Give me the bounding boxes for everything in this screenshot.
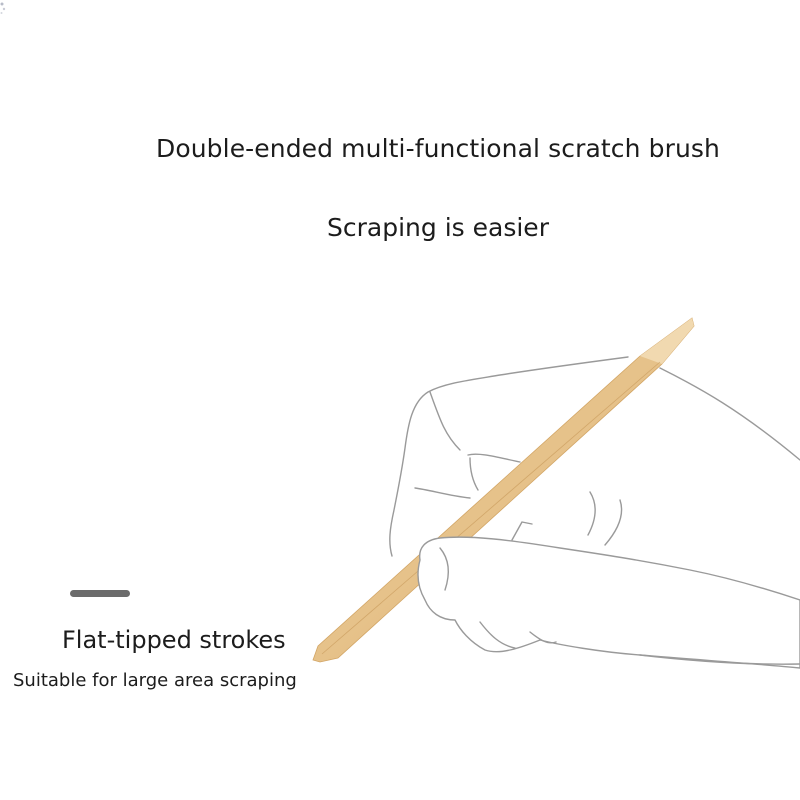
headline-sub: Scraping is easier xyxy=(327,213,549,242)
hand-front-outline xyxy=(417,536,800,669)
headline-main: Double-ended multi-functional scratch br… xyxy=(155,134,721,163)
feature-description: Suitable for large area scraping xyxy=(13,670,297,691)
feature-title: Flat-tipped strokes xyxy=(62,626,286,654)
feature-divider xyxy=(70,590,130,597)
corner-speck-icon xyxy=(0,2,6,14)
hand-back-outline xyxy=(389,356,800,557)
